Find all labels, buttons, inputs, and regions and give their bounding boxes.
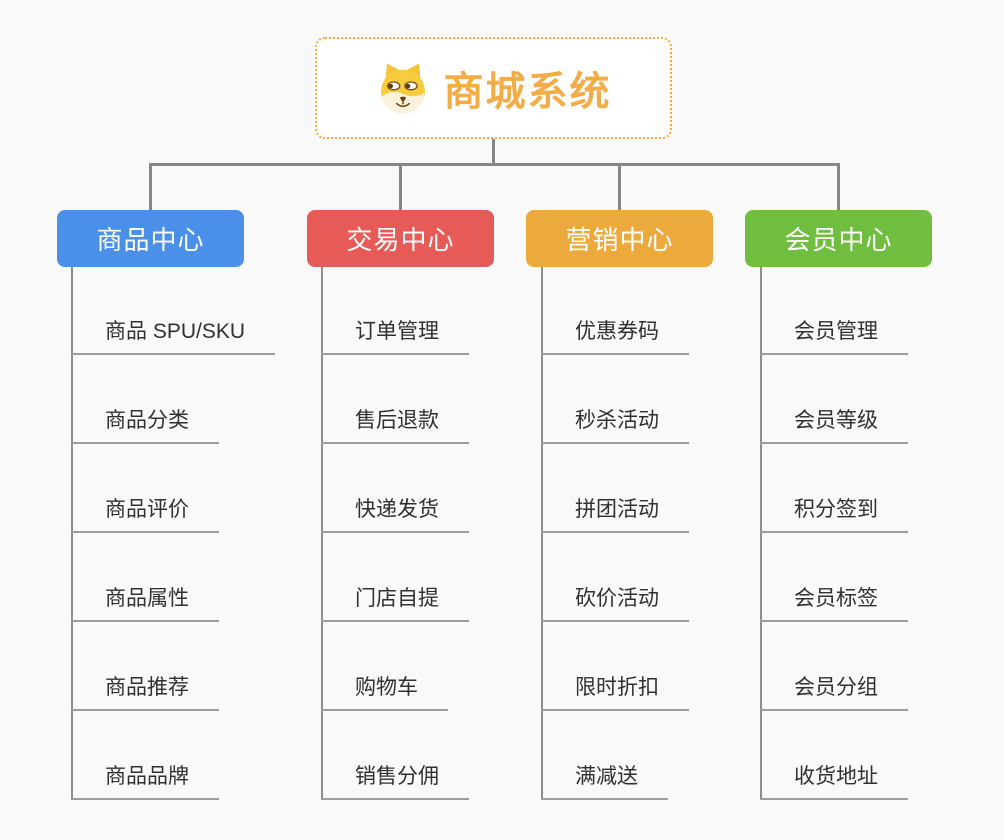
leaf-row: 商品推荐 [71, 622, 275, 711]
leaf-row: 会员等级 [760, 355, 908, 444]
leaf-item[interactable]: 订单管理 [321, 315, 469, 355]
leaf-item[interactable]: 售后退款 [321, 404, 469, 444]
branch-label: 会员中心 [784, 225, 893, 255]
leaf-item[interactable]: 会员分组 [760, 671, 908, 711]
leaf-column-member: 会员管理 会员等级 积分签到 会员标签 会员分组 收货地址 [760, 266, 908, 800]
branch-node-product-center[interactable]: 商品中心 [57, 210, 244, 267]
leaf-row: 售后退款 [321, 355, 469, 444]
leaf-row: 收货地址 [760, 711, 908, 800]
leaf-row: 会员管理 [760, 266, 908, 355]
leaf-row: 限时折扣 [541, 622, 689, 711]
leaf-row: 销售分佣 [321, 711, 469, 800]
leaf-row: 拼团活动 [541, 444, 689, 533]
leaf-row: 订单管理 [321, 266, 469, 355]
leaf-row: 会员分组 [760, 622, 908, 711]
leaf-item[interactable]: 会员等级 [760, 404, 908, 444]
leaf-row: 积分签到 [760, 444, 908, 533]
leaf-item[interactable]: 优惠券码 [541, 315, 689, 355]
branch-label: 交易中心 [346, 225, 455, 255]
leaf-item[interactable]: 销售分佣 [321, 760, 469, 800]
leaf-column-marketing: 优惠券码 秒杀活动 拼团活动 砍价活动 限时折扣 满减送 [541, 266, 689, 800]
leaf-row: 商品 SPU/SKU [71, 266, 276, 355]
leaf-item[interactable]: 限时折扣 [541, 671, 689, 711]
leaf-item[interactable]: 商品推荐 [71, 671, 219, 711]
branch-node-marketing-center[interactable]: 营销中心 [526, 210, 713, 267]
leaf-item[interactable]: 会员管理 [760, 315, 908, 355]
leaf-row: 购物车 [321, 622, 469, 711]
leaf-row: 商品属性 [71, 533, 275, 622]
leaf-item[interactable]: 商品品牌 [71, 760, 219, 800]
leaf-row: 砍价活动 [541, 533, 689, 622]
leaf-item[interactable]: 商品 SPU/SKU [71, 315, 276, 355]
leaf-row: 商品分类 [71, 355, 275, 444]
leaf-row: 门店自提 [321, 533, 469, 622]
root-node[interactable]: 商城系统 [315, 37, 672, 139]
root-node-label: 商城系统 [443, 70, 612, 114]
branch-label: 商品中心 [96, 225, 205, 255]
leaf-column-product: 商品 SPU/SKU 商品分类 商品评价 商品属性 商品推荐 商品品牌 [71, 266, 276, 800]
leaf-item[interactable]: 满减送 [541, 760, 668, 800]
leaf-row: 优惠券码 [541, 266, 689, 355]
leaf-row: 会员标签 [760, 533, 908, 622]
leaf-item[interactable]: 购物车 [321, 671, 448, 711]
leaf-item[interactable]: 砍价活动 [541, 582, 689, 622]
leaf-item[interactable]: 收货地址 [760, 760, 908, 800]
leaf-row: 满减送 [541, 711, 689, 800]
connector-trunk-member [760, 267, 762, 800]
leaf-row: 秒杀活动 [541, 355, 689, 444]
leaf-column-trade: 订单管理 售后退款 快递发货 门店自提 购物车 销售分佣 [321, 266, 469, 800]
connector-trunk-product [71, 267, 73, 800]
connector-drop-trade [399, 163, 402, 210]
leaf-row: 快递发货 [321, 444, 469, 533]
leaf-row: 商品评价 [71, 444, 275, 533]
leaf-item[interactable]: 会员标签 [760, 582, 908, 622]
connector-trunk-trade [321, 267, 323, 800]
branch-node-trade-center[interactable]: 交易中心 [307, 210, 494, 267]
leaf-item[interactable]: 秒杀活动 [541, 404, 689, 444]
connector-drop-member [837, 163, 840, 210]
connector-root-drop [492, 139, 495, 165]
leaf-row: 商品品牌 [71, 711, 275, 800]
leaf-item[interactable]: 商品属性 [71, 582, 219, 622]
connector-drop-product [149, 163, 152, 210]
branch-label: 营销中心 [565, 225, 674, 255]
leaf-item[interactable]: 快递发货 [321, 493, 469, 533]
connector-bus [149, 163, 840, 166]
leaf-item[interactable]: 拼团活动 [541, 493, 689, 533]
doge-icon [380, 63, 425, 114]
branch-node-member-center[interactable]: 会员中心 [745, 210, 932, 267]
leaf-item[interactable]: 商品分类 [71, 404, 219, 444]
leaf-item[interactable]: 商品评价 [71, 493, 219, 533]
connector-drop-marketing [618, 163, 621, 210]
connector-trunk-marketing [541, 267, 543, 800]
leaf-item[interactable]: 积分签到 [760, 493, 908, 533]
leaf-item[interactable]: 门店自提 [321, 582, 469, 622]
